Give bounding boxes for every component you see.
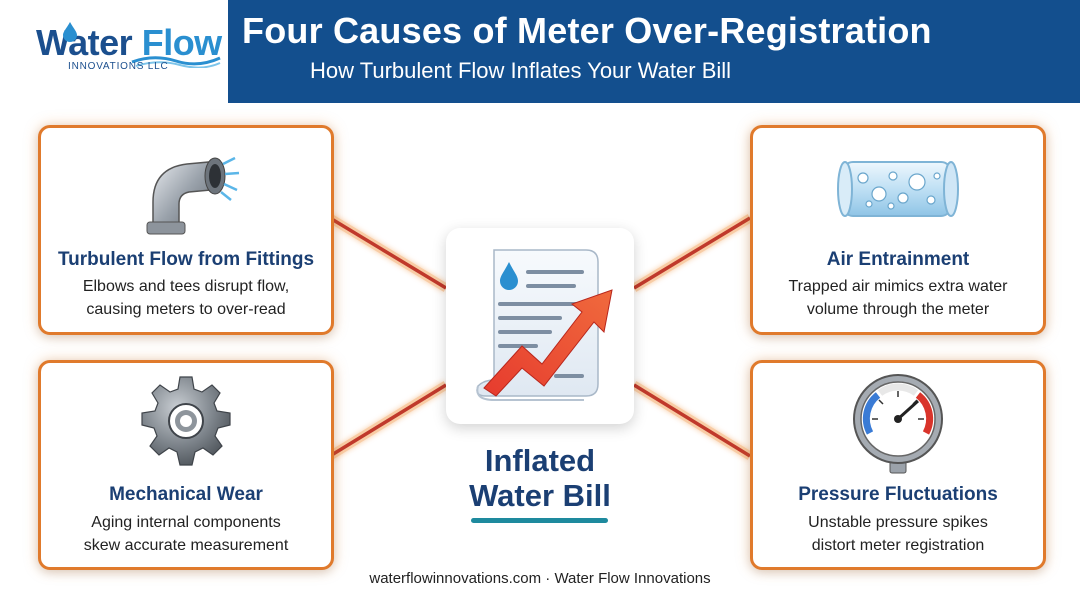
connector-top-right bbox=[633, 216, 751, 290]
cause-desc-line1: Elbows and tees disrupt flow, bbox=[82, 278, 290, 295]
bill-with-rising-arrow-icon bbox=[476, 249, 613, 401]
footer-credit: waterflowinnovations.com · Water Flow In… bbox=[369, 570, 711, 587]
cause-card-air-entrainment: Air Entrainment Trapped air mimics extra… bbox=[750, 125, 1046, 335]
connector-bottom-right bbox=[633, 383, 751, 458]
center-title: Inflated Water Bill bbox=[440, 443, 640, 513]
center-title-line1: Inflated bbox=[484, 443, 596, 478]
water-drop-icon bbox=[63, 22, 77, 42]
cause-desc-line2: distort meter registration bbox=[811, 537, 985, 554]
connector-bottom-left bbox=[329, 383, 447, 458]
cause-desc-line2: causing meters to over-read bbox=[86, 301, 286, 318]
cause-desc-line1: Unstable pressure spikes bbox=[808, 514, 988, 531]
cause-card-pressure-fluctuations: Pressure Fluctuations Unstable pressure … bbox=[750, 360, 1046, 570]
cause-title: Pressure Fluctuations bbox=[798, 484, 998, 505]
connector-top-left bbox=[329, 216, 447, 290]
cause-desc-line1: Aging internal components bbox=[91, 514, 281, 531]
air-bubbles-pipe-icon bbox=[837, 161, 959, 217]
center-title-line2: Water Bill bbox=[469, 478, 611, 513]
cause-desc-line2: skew accurate measurement bbox=[83, 537, 289, 554]
cause-title: Air Entrainment bbox=[826, 249, 970, 270]
cause-desc-line2: volume through the meter bbox=[806, 301, 990, 318]
page-title: Four Causes of Meter Over-Registration bbox=[242, 10, 932, 51]
center-title-underline bbox=[471, 518, 608, 523]
cause-title: Turbulent Flow from Fittings bbox=[57, 249, 315, 270]
cause-card-turbulent-flow: Turbulent Flow from Fittings Elbows and … bbox=[38, 125, 334, 335]
pressure-gauge-icon bbox=[853, 374, 943, 474]
cause-card-mechanical-wear: Mechanical Wear Aging internal component… bbox=[38, 360, 334, 570]
page-subtitle: How Turbulent Flow Inflates Your Water B… bbox=[310, 58, 732, 83]
gear-icon bbox=[141, 376, 231, 466]
pipe-elbow-icon bbox=[146, 156, 240, 235]
header-banner: Four Causes of Meter Over-Registration H… bbox=[228, 0, 1080, 103]
center-hub bbox=[446, 228, 634, 424]
company-logo: Water Flow INNOVATIONS LLC bbox=[0, 0, 228, 103]
logo-tagline: INNOVATIONS LLC bbox=[68, 61, 169, 72]
wave-icon bbox=[131, 56, 221, 68]
cause-desc-line1: Trapped air mimics extra water bbox=[788, 278, 1008, 295]
cause-title: Mechanical Wear bbox=[109, 484, 263, 505]
logo-wordmark: Water Flow bbox=[36, 22, 222, 63]
